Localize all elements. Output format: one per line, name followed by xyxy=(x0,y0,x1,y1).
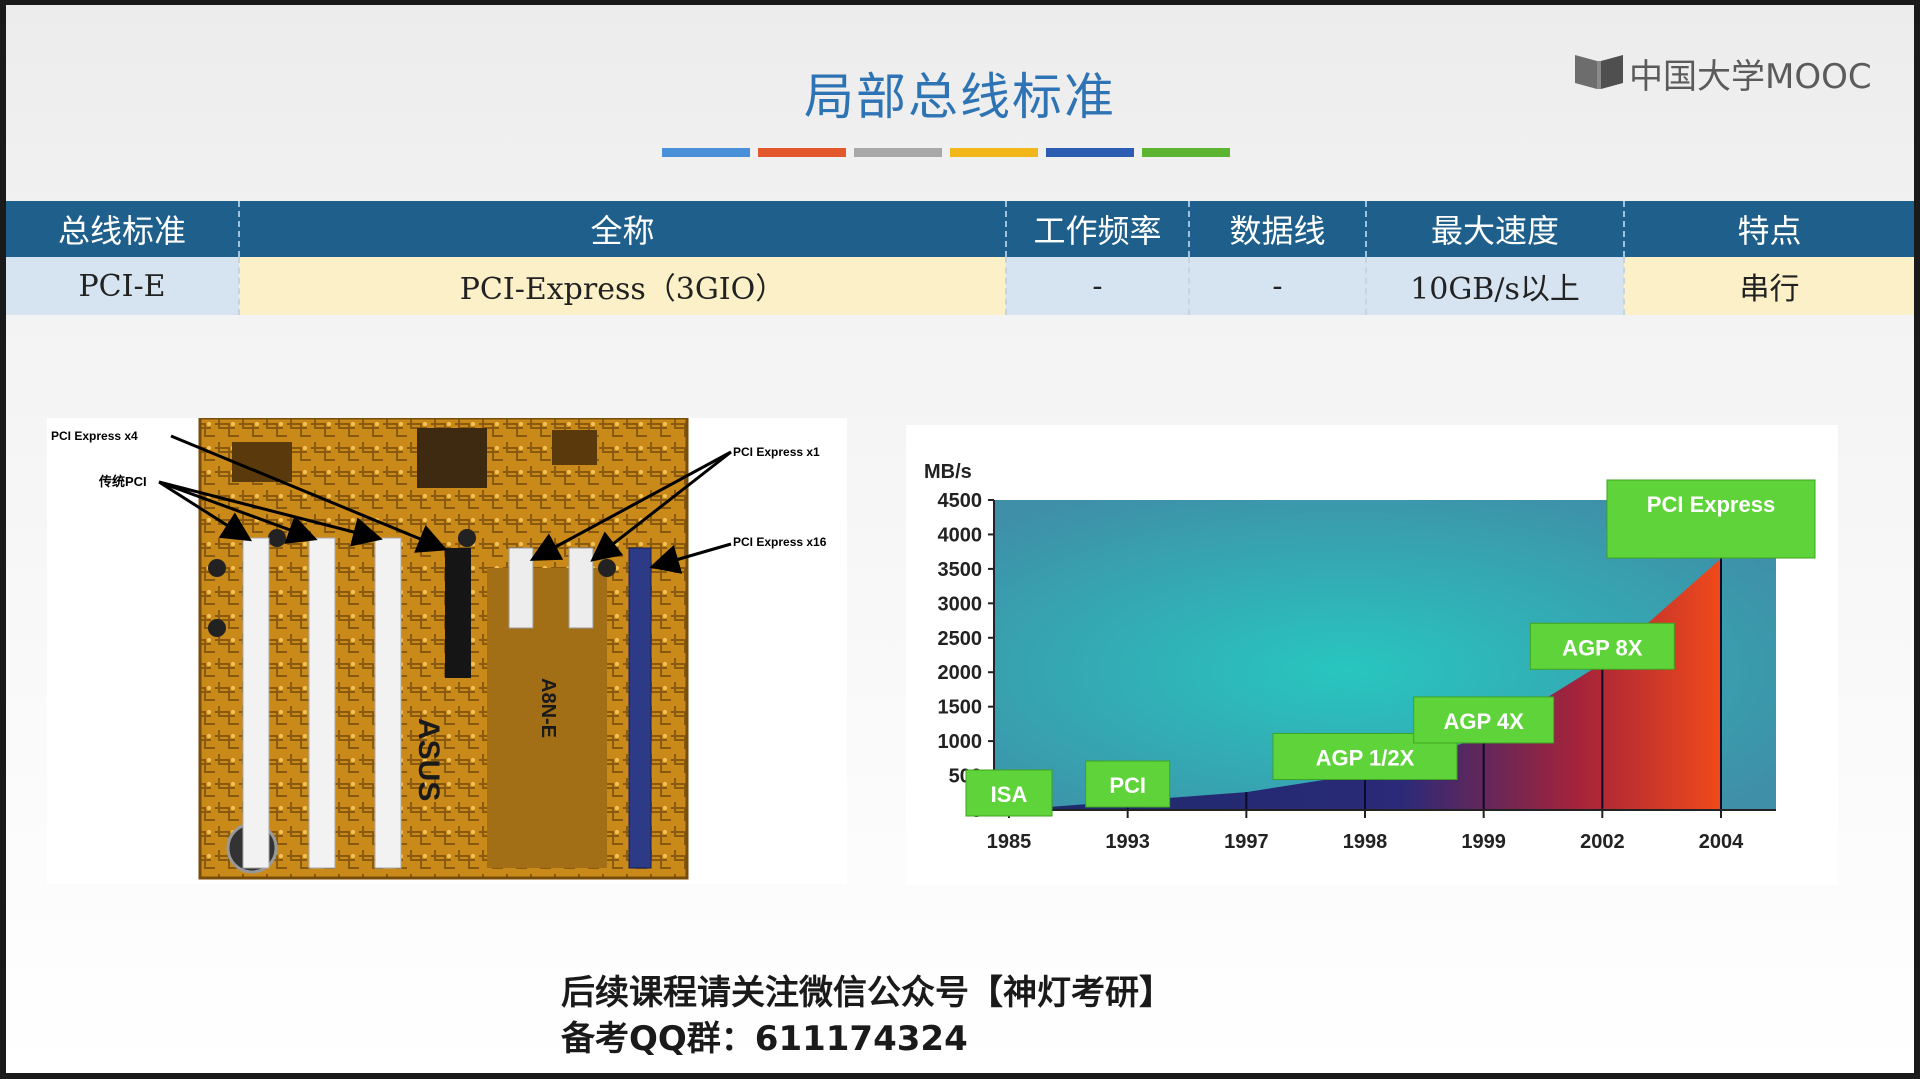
table-cell: PCI-Express（3GIO） xyxy=(239,257,1007,315)
board-component xyxy=(552,430,597,465)
slide: 局部总线标准 中国大学MOOC 总线标准 全称 工作频率 数据线 最大速度 xyxy=(6,5,1914,1073)
pci-slot xyxy=(308,537,336,869)
bandwidth-chart: 050010001500200025003000350040004500MB/s… xyxy=(906,425,1838,885)
color-bar xyxy=(950,148,1038,157)
table-cell: 串行 xyxy=(1624,257,1914,315)
bus-annotation-box xyxy=(965,769,1053,817)
motherboard-image: ASUS A8N-E PCI Express x4 传统PCI PCI Expr… xyxy=(51,418,827,880)
label-pcie-x1: PCI Express x1 xyxy=(733,445,820,459)
pci-slot xyxy=(374,537,402,869)
color-bar xyxy=(758,148,846,157)
label-legacy-pci: 传统PCI xyxy=(98,474,147,489)
x-tick-label: 1985 xyxy=(987,831,1032,853)
color-bar xyxy=(662,148,750,157)
bus-annotation-box xyxy=(1085,760,1171,808)
y-axis-label: MB/s xyxy=(924,461,972,483)
pcie-x16-slot xyxy=(628,547,652,869)
mooc-book-icon xyxy=(1575,55,1623,89)
bus-annotation-label: ISA xyxy=(991,782,1028,807)
board-brand: ASUS xyxy=(412,718,445,801)
bus-standard-table: 总线标准 全称 工作频率 数据线 最大速度 特点 PCI-E PCI-Expre… xyxy=(6,201,1914,315)
bandwidth-chart-svg: 050010001500200025003000350040004500MB/s… xyxy=(924,461,1816,853)
bus-annotation-label: PCI xyxy=(1109,773,1146,798)
x-tick-label: 1997 xyxy=(1224,831,1269,853)
bus-annotation-box xyxy=(1529,622,1675,670)
y-tick-label: 3000 xyxy=(938,593,983,615)
pcie-x1-slot xyxy=(568,547,594,629)
pci-slot xyxy=(242,537,270,869)
color-bar xyxy=(854,148,942,157)
bus-annotation-box xyxy=(1606,479,1816,559)
table-header-row: 总线标准 全称 工作频率 数据线 最大速度 特点 xyxy=(6,201,1914,257)
footer: 后续课程请关注微信公众号【神灯考研】 备考QQ群：611174324 xyxy=(561,970,1173,1062)
table-cell: - xyxy=(1006,257,1190,315)
x-tick-label: 1999 xyxy=(1461,831,1506,853)
footer-line-wechat: 后续课程请关注微信公众号【神灯考研】 xyxy=(561,973,1173,1013)
table-cell: PCI-E xyxy=(6,257,240,315)
board-model: A8N-E xyxy=(537,678,559,738)
table-row: PCI-E PCI-Express（3GIO） - - 10GB/s以上 串行 xyxy=(6,257,1914,315)
table-cell: 10GB/s以上 xyxy=(1366,257,1625,315)
board-component xyxy=(417,428,487,488)
header-cell: 特点 xyxy=(1624,201,1914,257)
header-cell: 数据线 xyxy=(1189,201,1367,257)
y-tick-label: 4000 xyxy=(938,524,983,546)
pcie-x1-slot xyxy=(508,547,534,629)
y-tick-label: 3500 xyxy=(938,559,983,581)
x-tick-label: 2004 xyxy=(1699,831,1744,853)
y-tick-label: 2000 xyxy=(938,662,983,684)
bus-annotation-label: AGP 1/2X xyxy=(1316,745,1415,770)
y-tick-label: 4500 xyxy=(938,490,983,512)
label-pcie-x16: PCI Express x16 xyxy=(733,535,827,549)
x-tick-label: 1993 xyxy=(1105,831,1150,853)
color-bar xyxy=(1046,148,1134,157)
x-tick-label: 1998 xyxy=(1343,831,1388,853)
bus-annotation-label: PCI Express xyxy=(1647,492,1775,517)
label-pcie-x4: PCI Express x4 xyxy=(51,429,138,443)
header-cell: 工作频率 xyxy=(1006,201,1190,257)
board-component xyxy=(232,442,292,482)
slide-title: 局部总线标准 xyxy=(804,68,1116,126)
header-cell: 最大速度 xyxy=(1366,201,1625,257)
footer-line-qq: 备考QQ群：611174324 xyxy=(561,1019,968,1059)
header-cell: 全称 xyxy=(239,201,1007,257)
y-tick-label: 2500 xyxy=(938,628,983,650)
bus-annotation-label: AGP 4X xyxy=(1444,709,1525,734)
bandwidth-area xyxy=(1009,558,1721,810)
bus-annotation-box xyxy=(1413,696,1555,744)
logo-text: 中国大学MOOC xyxy=(1629,57,1872,97)
bus-annotation-label: AGP 8X xyxy=(1562,635,1643,660)
x-tick-label: 2002 xyxy=(1580,831,1625,853)
pcie-x4-slot xyxy=(445,548,471,678)
y-tick-label: 1000 xyxy=(938,731,983,753)
color-bar xyxy=(1142,148,1230,157)
header-cell: 总线标准 xyxy=(6,201,240,257)
table-cell: - xyxy=(1189,257,1367,315)
y-tick-label: 1500 xyxy=(938,697,983,719)
motherboard-figure: ASUS A8N-E PCI Express x4 传统PCI PCI Expr… xyxy=(47,418,847,884)
